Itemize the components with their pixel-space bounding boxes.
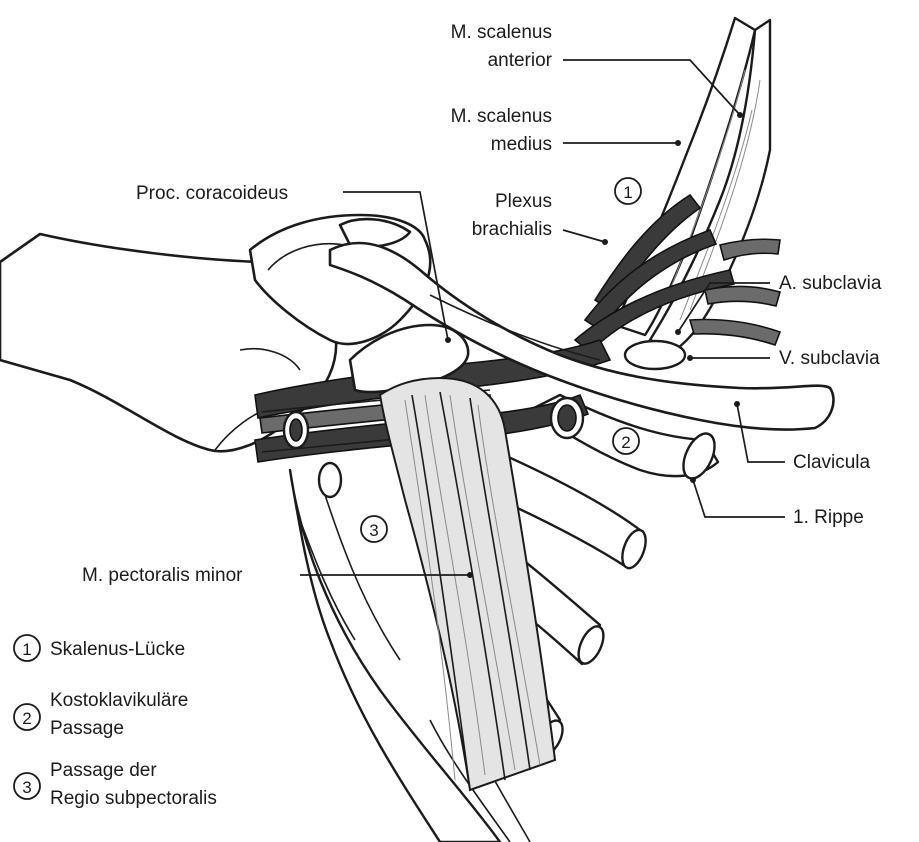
svg-text:2: 2 xyxy=(621,433,630,452)
label-coracoideus: Proc. coracoideus xyxy=(136,183,288,204)
label-rippe: 1. Rippe xyxy=(793,507,864,528)
label-clavicula: Clavicula xyxy=(793,452,871,473)
svg-text:2: 2 xyxy=(22,709,31,728)
legend-item-2: 2 Kostoklavikuläre Passage xyxy=(14,690,188,739)
svg-text:1: 1 xyxy=(22,640,31,659)
label-plexus-2: brachialis xyxy=(472,219,552,240)
legend-item-1: 1 Skalenus-Lücke xyxy=(14,635,185,661)
label-scalenus-anterior-2: anterior xyxy=(488,50,553,71)
label-pectoralis: M. pectoralis minor xyxy=(82,565,243,586)
legend: 1 Skalenus-Lücke 2 Kostoklavikuläre Pass… xyxy=(14,635,217,809)
label-v-subclavia: V. subclavia xyxy=(779,348,880,369)
label-scalenus-medius-2: medius xyxy=(491,134,552,155)
legend-item-2-line2: Passage xyxy=(50,718,124,739)
label-scalenus-anterior-1: M. scalenus xyxy=(451,22,552,43)
svg-text:1: 1 xyxy=(623,183,632,202)
legend-item-1-text: Skalenus-Lücke xyxy=(50,639,185,660)
legend-item-3-line1: Passage der xyxy=(50,760,157,781)
svg-text:3: 3 xyxy=(22,778,31,797)
legend-item-3: 3 Passage der Regio subpectoralis xyxy=(14,760,217,809)
label-a-subclavia: A. subclavia xyxy=(779,273,882,294)
legend-item-3-line2: Regio subpectoralis xyxy=(50,788,217,809)
svg-text:3: 3 xyxy=(369,521,378,540)
label-plexus-1: Plexus xyxy=(495,191,552,212)
label-scalenus-medius-1: M. scalenus xyxy=(451,106,552,127)
marker-3: 3 xyxy=(361,516,387,542)
marker-1: 1 xyxy=(615,178,641,204)
marker-2: 2 xyxy=(613,428,639,454)
legend-item-2-line1: Kostoklavikuläre xyxy=(50,690,188,711)
